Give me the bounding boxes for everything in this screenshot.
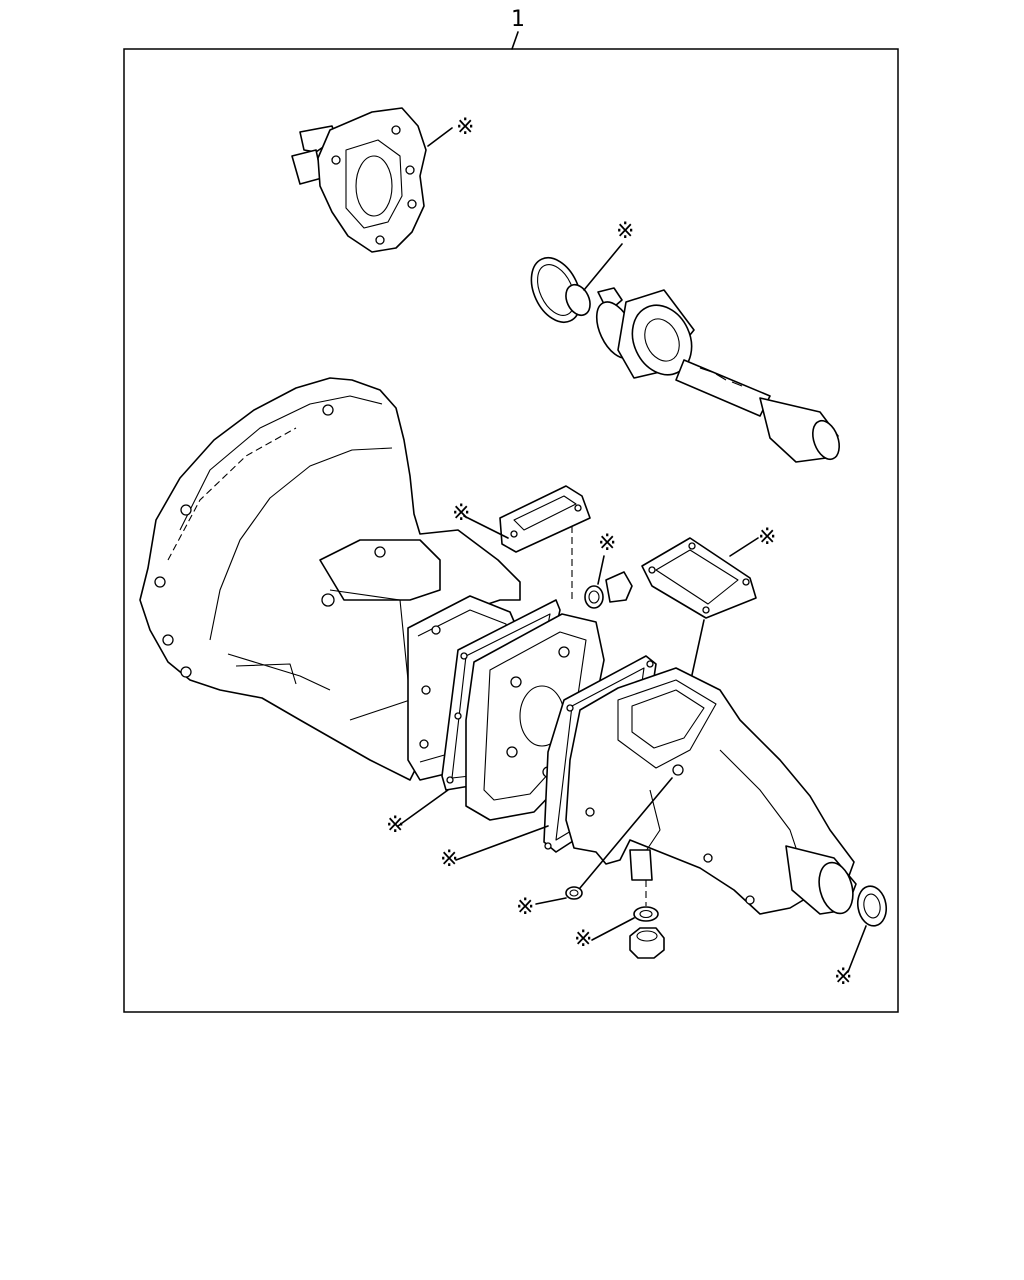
callout-leader — [511, 31, 519, 50]
pilot-bearing — [565, 283, 591, 317]
kit-marker-washer-nut: ※ — [574, 927, 592, 952]
rear-oil-seal — [856, 885, 888, 927]
input-shaft-assembly — [530, 257, 840, 463]
kit-marker-pilot-bearing: ※ — [616, 219, 634, 244]
kit-marker-adapter: ※ — [456, 115, 474, 140]
diagram-frame — [123, 48, 899, 1013]
input-shaft — [675, 359, 771, 417]
shift-cover-gasket — [499, 485, 591, 553]
top-cover-gasket — [641, 537, 757, 619]
kit-marker-o-ring: ※ — [516, 895, 534, 920]
adapter-housing — [291, 107, 427, 253]
washer-and-nut — [629, 906, 665, 959]
kit-marker-washer: ※ — [598, 531, 616, 556]
callout-number: 1 — [511, 7, 525, 32]
input-bearing — [631, 304, 693, 376]
rear-extension-housing — [565, 667, 857, 915]
drain-plug-washer — [584, 571, 633, 609]
o-ring-small — [565, 886, 583, 900]
kit-marker-top-gasket: ※ — [758, 525, 776, 550]
kit-marker-shift-gasket: ※ — [452, 501, 470, 526]
kit-marker-rear-gasket: ※ — [440, 847, 458, 872]
kit-marker-case-gasket: ※ — [386, 813, 404, 838]
